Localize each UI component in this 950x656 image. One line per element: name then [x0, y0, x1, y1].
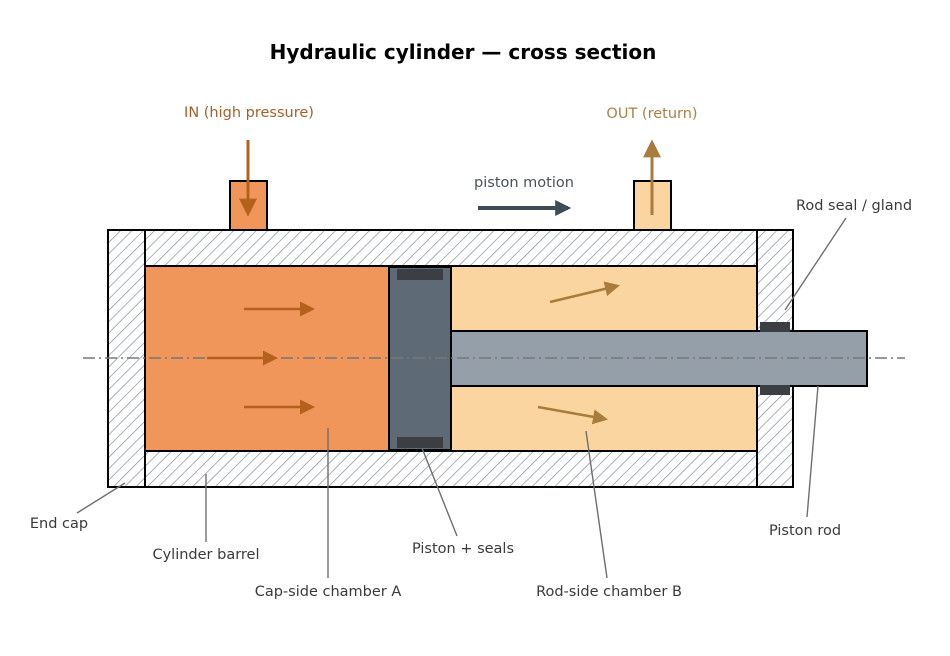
- leader-rod-seal: [784, 217, 847, 311]
- rod-seal-bottom: [760, 385, 790, 395]
- callout-rod-seal: Rod seal / gland: [796, 198, 912, 214]
- flow-arrow-b1: [549, 281, 620, 304]
- leader-rod-chamber: [585, 430, 608, 579]
- piston-seal-top: [397, 269, 443, 280]
- diagram-title: Hydraulic cylinder — cross section: [270, 40, 657, 64]
- leader-piston-seals: [421, 447, 458, 537]
- inlet-port-label: IN (high pressure): [184, 105, 314, 121]
- leader-piston-rod: [806, 385, 819, 518]
- rod-seal-top: [760, 322, 790, 332]
- callout-rod-chamber: Rod-side chamber B: [536, 584, 682, 600]
- cylinder-barrel-top-wall: [144, 229, 758, 267]
- callout-cap-chamber: Cap-side chamber A: [255, 584, 402, 600]
- leader-lines: [76, 217, 847, 579]
- callout-end-cap: End cap: [30, 516, 88, 532]
- callout-piston-seals: Piston + seals: [412, 541, 514, 557]
- leader-end-cap: [76, 482, 126, 514]
- outlet-port-label: OUT (return): [606, 106, 697, 122]
- flow-arrow-b2: [537, 405, 608, 425]
- piston-motion-label: piston motion: [474, 175, 574, 191]
- callout-piston-rod: Piston rod: [769, 523, 841, 539]
- cylinder-barrel-bottom-wall: [144, 450, 758, 488]
- callout-cylinder-barrel: Cylinder barrel: [152, 547, 259, 563]
- piston-seal-bottom: [397, 437, 443, 448]
